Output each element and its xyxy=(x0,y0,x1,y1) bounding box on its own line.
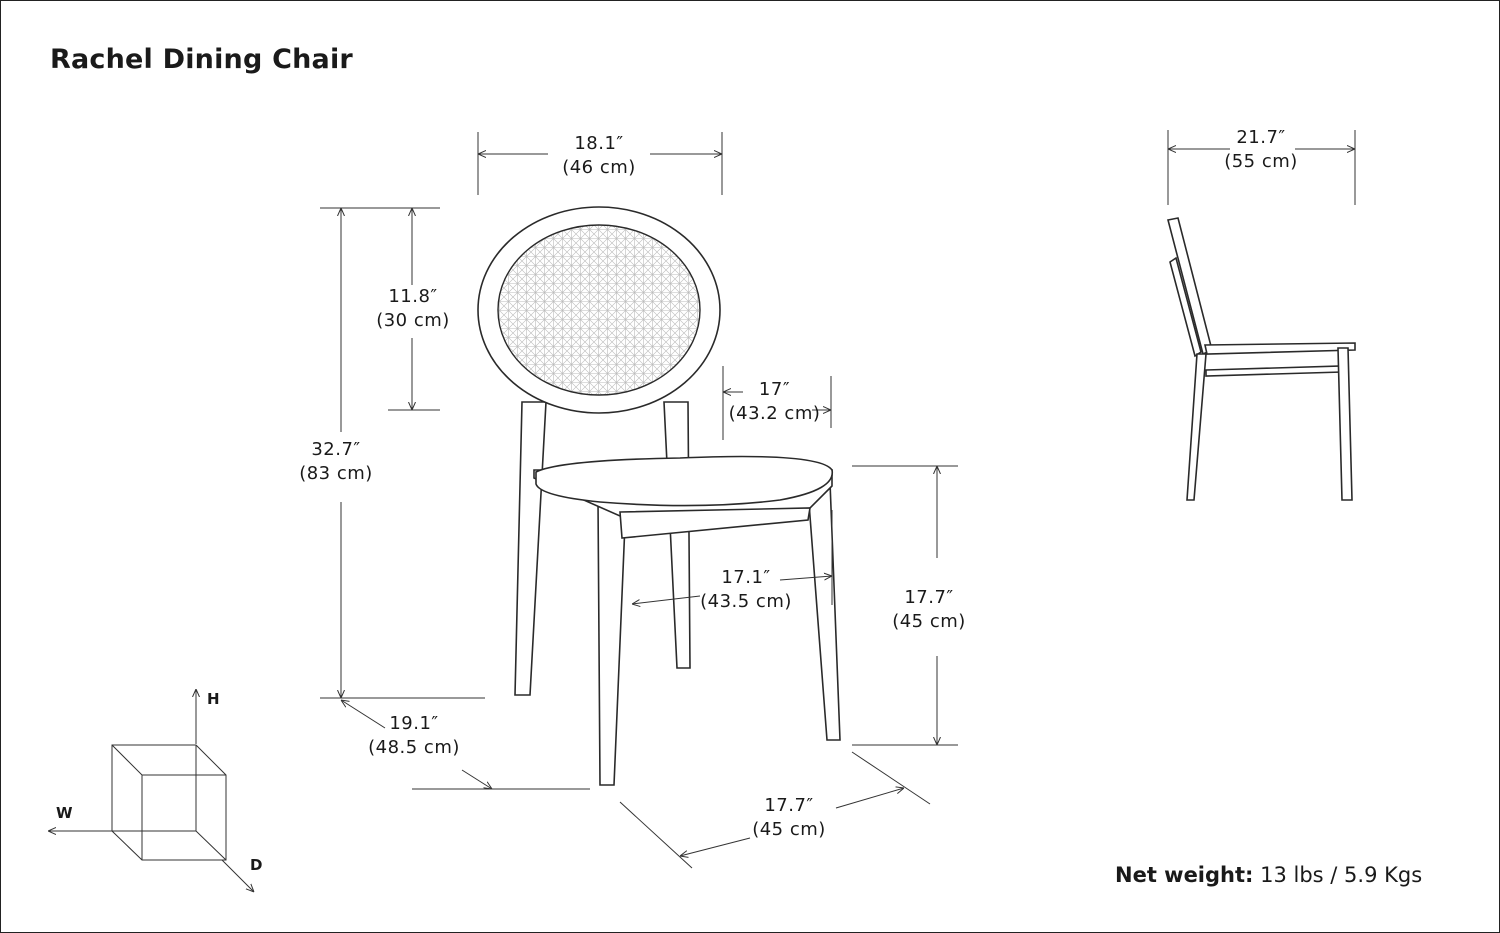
dim-side-depth: 21.7″ (55 cm) xyxy=(1216,126,1306,174)
front-left-leg xyxy=(597,499,627,786)
axis-label-w: W xyxy=(56,804,73,822)
dim-seat-height: 17.7″ (45 cm) xyxy=(884,586,974,634)
dim-seat-depth-in: 17″ xyxy=(758,379,791,400)
axis-label-d: D xyxy=(250,856,263,874)
side-seat xyxy=(1204,342,1356,355)
dim-seat-depth-cm: (43.2 cm) xyxy=(728,403,821,424)
net-weight-value: 13 lbs / 5.9 Kgs xyxy=(1260,863,1423,887)
net-weight: Net weight: 13 lbs / 5.9 Kgs xyxy=(1115,863,1422,887)
dim-base-depth: 17.7″ (45 cm) xyxy=(744,794,834,842)
dim-back-height: 11.8″ (30 cm) xyxy=(368,285,458,333)
cane-panel xyxy=(497,224,701,396)
front-right-leg xyxy=(807,480,841,741)
dim-back-width-in: 18.1″ xyxy=(574,133,624,154)
dim-seat-width-in: 17.1″ xyxy=(721,567,771,588)
dim-base-depth-cm: (45 cm) xyxy=(752,819,826,840)
net-weight-label: Net weight: xyxy=(1115,863,1254,887)
axis-cube xyxy=(48,689,254,892)
front-chair xyxy=(477,206,841,786)
dim-side-depth-cm: (55 cm) xyxy=(1224,151,1298,172)
side-back-leg xyxy=(1186,353,1207,501)
apron-front xyxy=(619,507,811,539)
dim-total-height: 32.7″ (83 cm) xyxy=(291,438,381,486)
dim-total-height-in: 32.7″ xyxy=(311,439,361,460)
seat xyxy=(535,455,833,507)
axis-label-h: H xyxy=(207,690,220,708)
dim-seat-height-in: 17.7″ xyxy=(904,587,954,608)
back-right-leg xyxy=(663,401,691,669)
dim-seat-height-cm: (45 cm) xyxy=(892,611,966,632)
dim-base-width-cm: (48.5 cm) xyxy=(368,737,460,758)
dim-seat-width: 17.1″ (43.5 cm) xyxy=(696,566,796,614)
dim-back-width-cm: (46 cm) xyxy=(562,157,636,178)
side-rail xyxy=(1205,365,1343,377)
dim-base-width-in: 19.1″ xyxy=(389,713,439,734)
dim-base-depth-in: 17.7″ xyxy=(764,795,814,816)
dim-back-width: 18.1″ (46 cm) xyxy=(548,132,650,180)
dim-total-height-cm: (83 cm) xyxy=(299,463,373,484)
side-chair xyxy=(1167,217,1356,501)
side-front-leg xyxy=(1337,347,1353,501)
side-back-support xyxy=(1169,256,1202,358)
dim-base-width: 19.1″ (48.5 cm) xyxy=(364,712,464,760)
dim-back-height-in: 11.8″ xyxy=(388,286,438,307)
dimension-lines xyxy=(320,130,1356,869)
dim-side-depth-in: 21.7″ xyxy=(1236,127,1286,148)
dim-back-height-cm: (30 cm) xyxy=(376,310,450,331)
page-title: Rachel Dining Chair xyxy=(50,44,353,75)
back-left-leg xyxy=(514,401,547,696)
dim-seat-depth: 17″ (43.2 cm) xyxy=(722,378,827,426)
dim-seat-width-cm: (43.5 cm) xyxy=(700,591,792,612)
